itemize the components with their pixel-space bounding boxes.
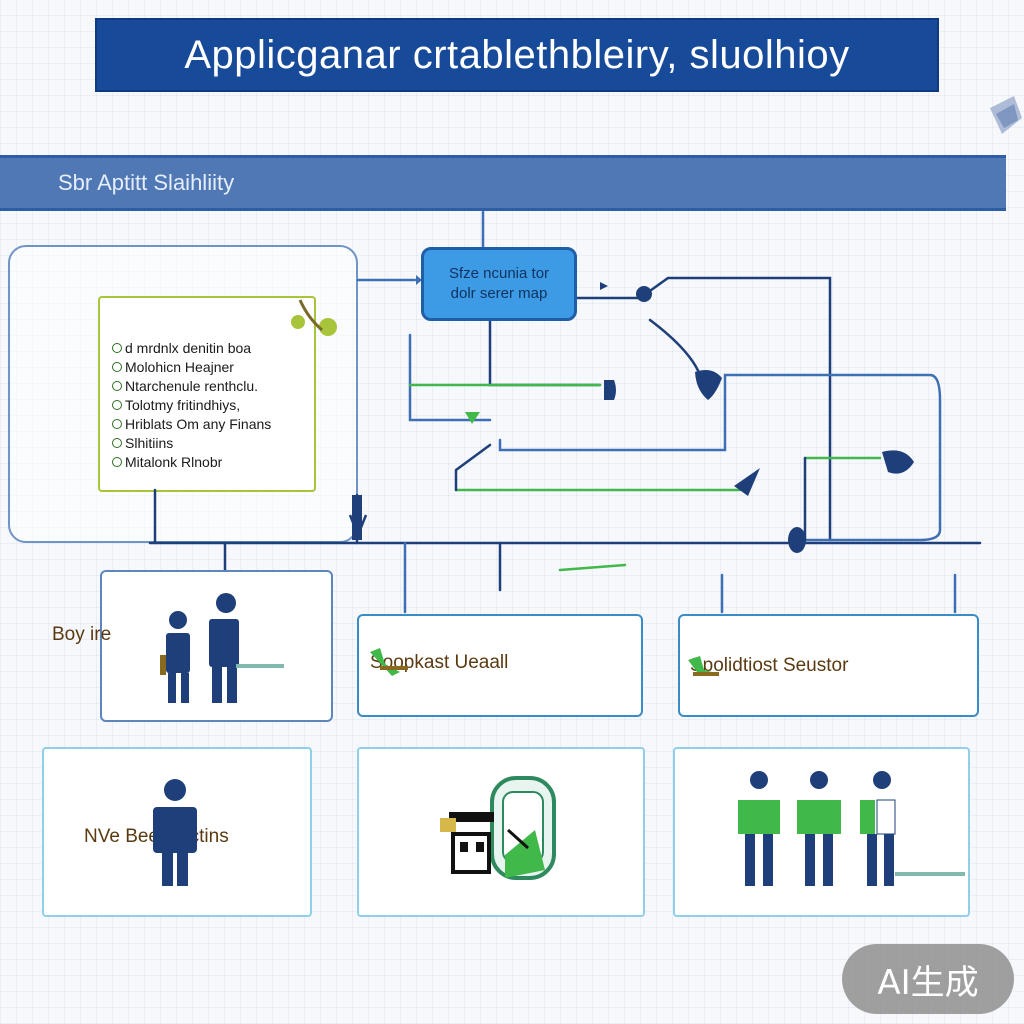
badge-icon bbox=[688, 656, 712, 676]
person-icon bbox=[797, 771, 841, 886]
callout-line-1: Sfze ncunia tor bbox=[448, 265, 550, 282]
checklist-item: Molohicn Heajner bbox=[112, 357, 271, 376]
person-icon bbox=[738, 771, 780, 886]
checklist-item: Hriblats Om any Finans bbox=[112, 414, 271, 433]
bullet-circle-icon bbox=[112, 456, 122, 467]
title-banner: Applicganar crtablethbleiry, sluolhioy bbox=[95, 18, 939, 92]
checklist: d mrdnlx denitin boa Molohicn Heajner Nt… bbox=[112, 338, 271, 471]
checklist-item-label: Hriblats Om any Finans bbox=[125, 415, 272, 432]
corner-decoration-icon bbox=[990, 96, 1022, 134]
card-top-right[interactable] bbox=[678, 614, 979, 717]
callout-line-2: dolr serer map bbox=[450, 285, 548, 302]
card-top-middle[interactable] bbox=[357, 614, 643, 717]
person-icon bbox=[166, 611, 190, 703]
bullet-circle-icon bbox=[112, 418, 122, 429]
badge-icon bbox=[370, 648, 400, 676]
subtitle-bar: Sbr Aptitt Slaihliity bbox=[0, 155, 1006, 211]
checklist-item-label: Ntarchenule renthclu. bbox=[125, 377, 259, 394]
checklist-item-label: Slhitiins bbox=[125, 434, 174, 451]
person-icon bbox=[153, 779, 197, 886]
flow-node-icon bbox=[788, 527, 806, 553]
ai-generated-label: AI生成 bbox=[877, 962, 979, 1003]
pointer-stick-icon bbox=[895, 872, 965, 876]
bullet-circle-icon bbox=[112, 361, 122, 372]
flow-arrow-icon bbox=[734, 468, 760, 496]
card-top-right-label: Spolidtiost Seustor bbox=[690, 655, 849, 676]
bullet-circle-icon bbox=[112, 342, 122, 353]
checklist-item: Slhitiins bbox=[112, 433, 271, 452]
checklist-item-label: d mrdnlx denitin boa bbox=[125, 339, 252, 356]
flow-arrow-icon bbox=[882, 450, 914, 474]
checklist-item-label: Tolotmy fritindhiys, bbox=[125, 396, 241, 413]
flow-node-icon bbox=[636, 286, 652, 302]
checklist-card bbox=[98, 296, 316, 492]
checklist-item-label: Mitalonk Rlnobr bbox=[125, 453, 223, 470]
flow-node-icon bbox=[604, 380, 616, 400]
ai-generated-badge: AI生成 bbox=[842, 944, 1014, 1014]
checklist-item: d mrdnlx denitin boa bbox=[112, 338, 271, 357]
checklist-item: Ntarchenule renthclu. bbox=[112, 376, 271, 395]
pointer-stick-icon bbox=[236, 664, 284, 668]
subtitle: Sbr Aptitt Slaihliity bbox=[58, 170, 235, 195]
bullet-circle-icon bbox=[112, 437, 122, 448]
checklist-item: Mitalonk Rlnobr bbox=[112, 452, 271, 471]
person-icon bbox=[860, 771, 896, 886]
person-icon bbox=[209, 593, 239, 703]
card-top-left-label: Boy ire bbox=[52, 624, 112, 645]
checklist-knob-icon bbox=[319, 318, 337, 336]
checklist-knob-icon bbox=[291, 315, 305, 329]
bullet-circle-icon bbox=[112, 399, 122, 410]
flow-arrow-icon bbox=[695, 370, 722, 400]
map-callout: Sfze ncunia tor dolr serer map bbox=[421, 247, 577, 321]
page-title: Applicganar crtablethbleiry, sluolhioy bbox=[184, 32, 850, 77]
checklist-item-label: Molohicn Heajner bbox=[125, 358, 234, 375]
workstation-icon bbox=[440, 776, 556, 880]
bullet-circle-icon bbox=[112, 380, 122, 391]
checklist-item: Tolotmy fritindhiys, bbox=[112, 395, 271, 414]
